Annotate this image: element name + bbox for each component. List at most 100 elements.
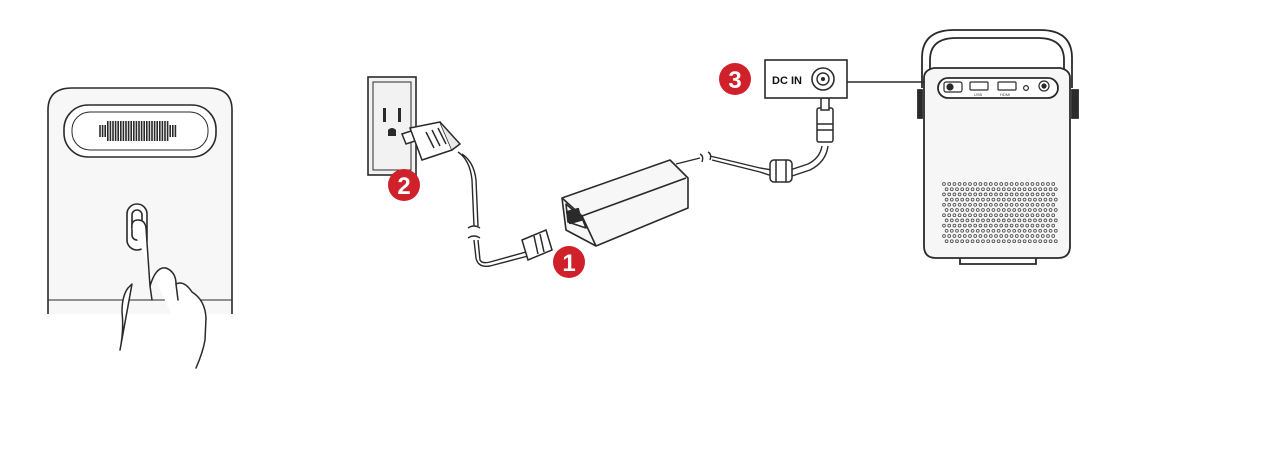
grille-hole [1051, 223, 1056, 228]
grille-hole [960, 228, 965, 233]
grille-hole [952, 234, 957, 238]
grille-hole [991, 208, 996, 212]
grille-hole [999, 182, 1004, 186]
grille-hole [988, 192, 993, 197]
grille-hole [1030, 182, 1035, 186]
grille-hole [991, 187, 996, 192]
grille-hole [1051, 202, 1056, 207]
grille-hole [955, 197, 959, 202]
grille-hole [1027, 218, 1032, 223]
grille-hole [1033, 239, 1037, 244]
grille-hole [983, 223, 988, 228]
grille-hole [978, 213, 983, 218]
grille-hole [1046, 192, 1050, 197]
grille-hole [1043, 208, 1048, 212]
grille-hole [1014, 234, 1019, 238]
grille-hole [1053, 228, 1058, 233]
grille-hole [968, 213, 972, 218]
grille-hole [957, 213, 962, 218]
grille-hole [1004, 192, 1009, 197]
grille-hole [978, 202, 983, 207]
grille-hole [981, 208, 985, 212]
grille-hole [1017, 239, 1022, 244]
grille-hole [986, 239, 991, 244]
grille-hole [973, 213, 978, 218]
grille-hole [1025, 223, 1030, 228]
grille-hole [994, 213, 998, 218]
grille-hole [1038, 208, 1043, 212]
grille-hole [1046, 223, 1050, 228]
grille-hole [1035, 182, 1040, 186]
grille-hole [960, 187, 965, 192]
grille-hole [983, 234, 988, 238]
grille-hole [988, 182, 993, 186]
grille-hole [1035, 192, 1040, 197]
grille-hole [968, 182, 972, 186]
grille-hole [949, 218, 954, 223]
grille-hole [952, 182, 957, 186]
grille-hole [1007, 218, 1011, 223]
grille-hole [1030, 234, 1035, 238]
step-badge-1: 1 [553, 246, 585, 278]
grille-hole [988, 202, 993, 207]
grille-hole [1038, 228, 1043, 233]
grille-hole [1022, 228, 1027, 233]
grille-hole [1009, 192, 1014, 197]
grille-hole [960, 208, 965, 212]
grille-hole [942, 213, 946, 218]
grille-hole [952, 223, 957, 228]
grille-hole [944, 208, 949, 212]
grille-hole [965, 239, 970, 244]
grille-hole [973, 182, 978, 186]
grille-hole [949, 187, 954, 192]
usb-port [969, 81, 989, 91]
grille-hole [960, 218, 965, 223]
grille-hole [994, 182, 998, 186]
grille-hole [957, 192, 962, 197]
grille-hole [991, 239, 996, 244]
power-adapter-icon [561, 159, 689, 247]
grille-hole [1043, 218, 1048, 223]
grille-hole [1053, 239, 1058, 244]
grille-hole [1030, 192, 1035, 197]
grille-hole [1035, 234, 1040, 238]
grille-hole [960, 239, 965, 244]
grille-hole [1046, 202, 1050, 207]
grille-hole [1009, 182, 1014, 186]
grille-hole [986, 228, 991, 233]
grille-hole [947, 234, 952, 238]
grille-hole [962, 182, 967, 186]
grille-hole [1033, 228, 1037, 233]
grille-hole [952, 202, 957, 207]
grille-hole [968, 192, 972, 197]
grille-hole [1046, 234, 1050, 238]
grille-hole [988, 234, 993, 238]
grille-hole [981, 197, 985, 202]
grille-hole [1014, 223, 1019, 228]
grille-hole [944, 197, 949, 202]
grille-hole [1051, 182, 1056, 186]
grille-hole [1012, 208, 1017, 212]
grille-hole [957, 202, 962, 207]
grille-hole [986, 197, 991, 202]
grille-hole [1053, 218, 1058, 223]
grille-hole [955, 208, 959, 212]
grille-hole [1012, 218, 1017, 223]
grille-hole [1022, 208, 1027, 212]
grille-hole [1009, 202, 1014, 207]
grille-hole [1035, 223, 1040, 228]
grille-hole [1020, 213, 1024, 218]
plug-icon [401, 121, 462, 161]
grille-hole [1022, 197, 1027, 202]
grille-hole [1027, 239, 1032, 244]
grille-hole [1043, 197, 1048, 202]
grille-hole [957, 223, 962, 228]
grille-hole [1025, 213, 1030, 218]
grille-hole [1048, 197, 1053, 202]
grille-hole [970, 208, 975, 212]
grille-hole [1007, 239, 1011, 244]
grille-hole [965, 208, 970, 212]
wall-outlet-icon [367, 76, 417, 176]
grille-hole [996, 239, 1001, 244]
dc-barrel-jack-icon [816, 97, 834, 143]
